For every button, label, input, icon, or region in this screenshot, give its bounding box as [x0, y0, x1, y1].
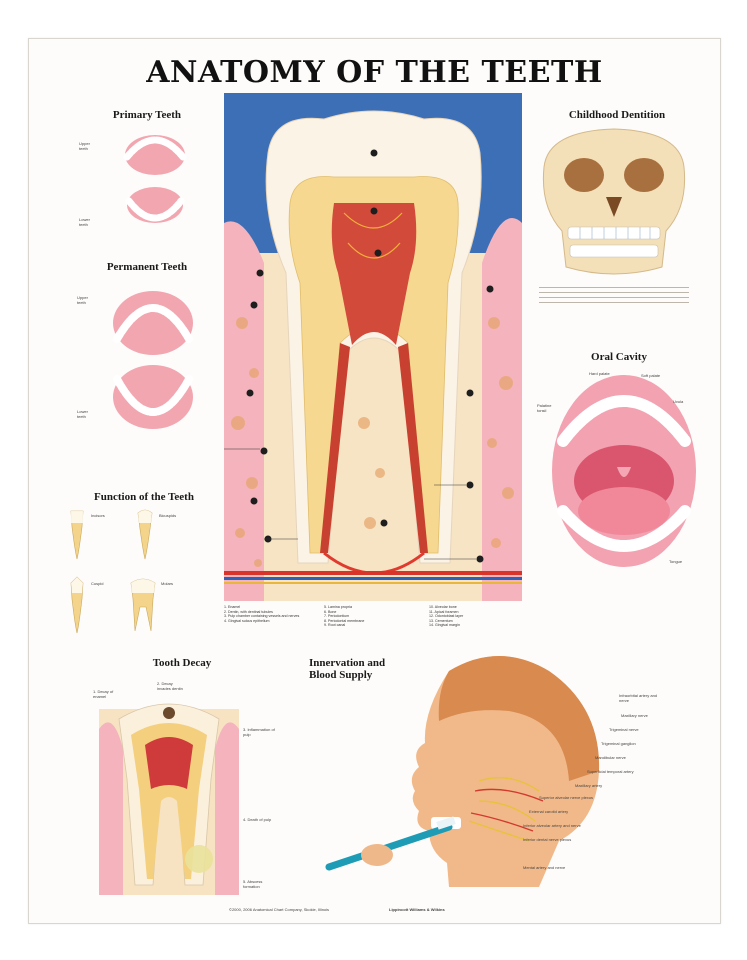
legend-item: 10. Alveolar bone: [429, 605, 457, 609]
oral-cavity-heading: Oral Cavity: [591, 351, 647, 363]
tooth-decay-illustration: [99, 703, 239, 895]
innervation-label: Superficial temporal artery: [587, 769, 634, 774]
innervation-label: Superior alveolar nerve plexus: [539, 795, 594, 800]
decay-label-3: 3. Inflammation of pulp: [243, 727, 275, 737]
incisor-illustration: [70, 510, 84, 560]
legend-item: 9. Root canal: [324, 623, 346, 628]
bicuspids-label: Bicuspids: [159, 513, 177, 518]
innervation-label: Maxillary artery: [575, 783, 603, 788]
permanent-lower-label: Lower teeth: [77, 409, 88, 419]
decay-label-2: 2. Decay invades dentin: [157, 681, 183, 691]
innervation-label: Maxillary nerve: [621, 713, 648, 718]
legend-item: 13. Cementum: [429, 618, 453, 623]
primary-upper-label: Upper teeth: [79, 141, 90, 151]
legend-item: 1. Enamel: [224, 605, 241, 609]
innervation-label: External carotid artery: [529, 809, 569, 814]
legend-item: 7. Periodontium: [324, 614, 350, 619]
innervation-label: Infraorbital artery and nerve: [619, 693, 658, 703]
permanent-teeth-illustration: [113, 291, 193, 429]
palatine-tonsil-label: Palatine tonsil: [537, 403, 552, 413]
innervation-label: Mandibular nerve: [595, 755, 626, 760]
legend-item: 8. Periodontal membrane: [324, 618, 365, 623]
innervation-label: Inferior dental nerve plexus: [523, 837, 572, 842]
bicuspid-illustration: [137, 509, 153, 560]
childhood-dentition-heading: Childhood Dentition: [568, 109, 666, 121]
molars-label: Molars: [161, 581, 174, 586]
function-heading: Function of the Teeth: [94, 491, 194, 503]
child-skull-illustration: [542, 128, 686, 275]
legend-item: 4. Gingival sulcus epithelium: [224, 618, 270, 623]
child-head-illustration: [325, 656, 600, 887]
permanent-upper-label: Upper teeth: [77, 295, 88, 305]
innervation-label: Trigeminal nerve: [609, 727, 639, 732]
innervation-label: Inferior alveolar artery and nerve: [523, 823, 581, 828]
tongue-label: Tongue: [669, 559, 683, 564]
uvula-label: Uvula: [673, 399, 684, 404]
anatomy-poster: ANATOMY OF THE TEETH Primary Teeth Upper…: [28, 38, 721, 924]
soft-palate-label: Soft palate: [641, 373, 661, 378]
decay-label-1: 1. Decay of enamel: [93, 689, 114, 699]
copyright-footer: ©2000, 2006 Anatomical Chart Company, Sk…: [229, 907, 330, 912]
tooth-cross-section: [224, 93, 522, 602]
innervation-label: Trigeminal ganglion: [601, 741, 636, 746]
poster-title: ANATOMY OF THE TEETH: [146, 55, 603, 90]
cross-section-legend-col-2: 5. Lamina propria 6. Bone 7. Periodontiu…: [324, 605, 364, 628]
permanent-teeth-heading: Permanent Teeth: [106, 261, 188, 273]
legend-item: 2. Dentin, with dentinal tubules: [224, 609, 273, 614]
hard-palate-label: Hard palate: [589, 371, 610, 376]
decay-label-5: 5. Abscess formation: [243, 879, 263, 889]
oral-cavity-illustration: [552, 375, 696, 567]
primary-teeth-illustration: [123, 135, 187, 223]
decay-label-4: 4. Death of pulp: [243, 817, 272, 822]
cross-section-legend-col-1: 1. Enamel 2. Dentin, with dentinal tubul…: [224, 605, 299, 623]
childhood-dentition-caption: [539, 285, 689, 305]
legend-item: 6. Bone: [324, 609, 337, 614]
cuspid-label: Cuspid: [91, 581, 104, 586]
molar-illustration: [130, 578, 156, 632]
publisher-brand: Lippincott Williams & Wilkins: [389, 907, 445, 912]
incisors-label: Incisors: [91, 513, 105, 518]
primary-lower-label: Lower teeth: [79, 217, 90, 227]
cuspid-illustration: [70, 576, 84, 634]
cross-section-legend-col-3: 10. Alveolar bone 11. Apical foramen 12.…: [429, 605, 463, 628]
legend-item: 12. Odontoblast layer: [429, 614, 464, 619]
innervation-heading: Innervation and Blood Supply: [309, 657, 386, 681]
legend-item: 14. Gingival margin: [429, 623, 460, 628]
legend-item: 3. Pulp chamber containing vessels and n…: [224, 614, 300, 619]
tooth-decay-heading: Tooth Decay: [152, 657, 212, 669]
legend-item: 5. Lamina propria: [324, 605, 352, 609]
primary-teeth-heading: Primary Teeth: [112, 109, 182, 121]
legend-item: 11. Apical foramen: [429, 609, 459, 614]
innervation-label: Mental artery and nerve: [523, 865, 566, 870]
